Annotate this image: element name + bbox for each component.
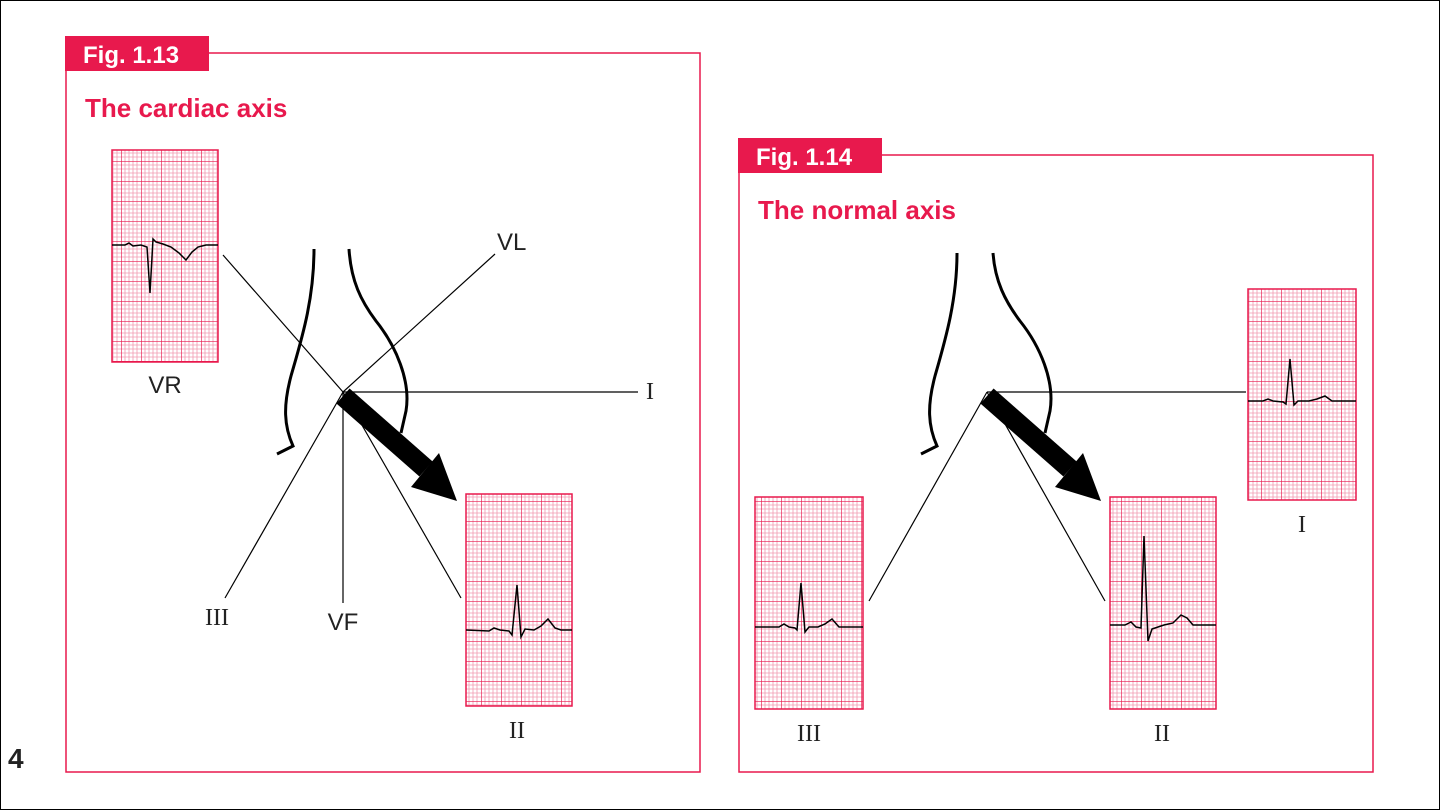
fig13-lead-label-ii: II xyxy=(509,718,525,744)
fig14-ecg-strip-iii xyxy=(754,496,864,710)
fig13-label: Fig. 1.13 xyxy=(83,42,179,69)
figure-1-14: Fig. 1.14 The normal axis I III xyxy=(738,138,1374,773)
fig13-line-vr xyxy=(222,254,344,393)
fig13-heart-left-wall xyxy=(276,248,316,456)
page-number: 4 xyxy=(8,743,24,774)
fig14-lead-label-ii: II xyxy=(1154,721,1170,747)
fig13-line-iii xyxy=(224,391,344,599)
fig14-title: The normal axis xyxy=(758,195,956,225)
fig13-lead-label-i: I xyxy=(646,379,654,405)
fig14-heart-right-wall xyxy=(991,252,1053,434)
fig13-lead-lines xyxy=(222,253,638,603)
fig13-axis-arrow xyxy=(336,388,457,501)
fig14-lead-lines xyxy=(868,391,1246,602)
fig13-lead-label-vr: VR xyxy=(148,372,181,399)
fig13-title: The cardiac axis xyxy=(85,93,287,123)
fig13-ecg-strip-vr xyxy=(111,149,219,363)
fig13-frame xyxy=(65,52,701,773)
fig14-line-iii xyxy=(868,391,988,602)
fig14-label: Fig. 1.14 xyxy=(756,144,853,171)
fig14-heart-left-wall xyxy=(920,252,959,456)
fig13-lead-label-iii: III xyxy=(205,605,229,631)
fig13-label-tab xyxy=(65,36,209,71)
fig13-heart-right-wall xyxy=(347,248,409,434)
fig14-frame xyxy=(738,154,1374,773)
fig14-ecg-strip-i xyxy=(1247,288,1357,501)
fig13-line-vl xyxy=(342,253,496,393)
fig14-ecg-strip-ii xyxy=(1109,496,1217,710)
fig14-lead-label-iii: III xyxy=(797,721,821,747)
fig14-label-tab xyxy=(738,138,882,173)
fig14-lead-label-i: I xyxy=(1298,512,1306,538)
fig14-axis-arrow xyxy=(980,388,1101,501)
fig14-line-ii xyxy=(986,391,1106,602)
figure-1-13: Fig. 1.13 The cardiac axis VR VL I III V… xyxy=(65,36,701,773)
fig13-ecg-strip-ii xyxy=(465,493,573,707)
fig13-lead-label-vf: VF xyxy=(328,609,359,636)
fig13-lead-label-vl: VL xyxy=(497,229,526,256)
